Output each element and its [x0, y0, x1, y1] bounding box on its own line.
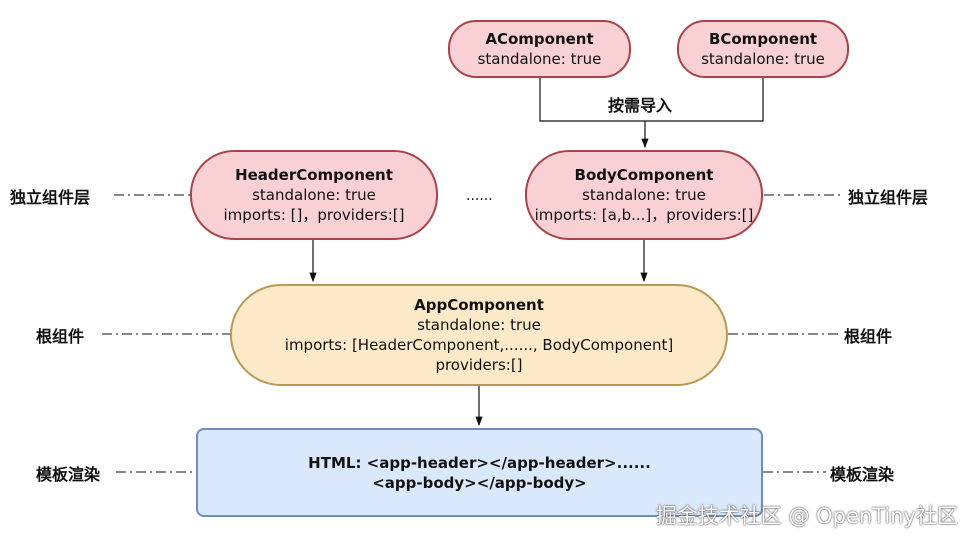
import-connector [539, 77, 764, 122]
a-component-standalone: standalone: true [477, 50, 602, 68]
app-component-title: AppComponent [414, 296, 544, 314]
body-component-standalone: standalone: true [582, 186, 706, 204]
app-component-imports: imports: [HeaderComponent,......, BodyCo… [284, 336, 674, 354]
ellipsis-text: ...... [466, 188, 493, 204]
template-render-label-left: 模板渲染 [36, 465, 101, 484]
app-component-standalone: standalone: true [417, 316, 541, 334]
body-component-title: BodyComponent [574, 166, 714, 184]
header-component-standalone: standalone: true [252, 186, 376, 204]
b-component-standalone: standalone: true [701, 50, 825, 68]
standalone-layer-label-left: 独立组件层 [10, 188, 91, 207]
layer-guides [102, 194, 842, 473]
standalone-layer-label-right: 独立组件层 [848, 188, 929, 207]
watermark-text: 掘金技术社区 @ OpenTiny社区 [655, 504, 958, 528]
body-component-imports: imports: [a,b...]，providers:[] [534, 206, 754, 224]
header-component-title: HeaderComponent [235, 166, 393, 184]
body-component-node: BodyComponent standalone: true imports: … [525, 150, 763, 240]
a-component-title: AComponent [485, 30, 594, 48]
header-component-node: HeaderComponent standalone: true imports… [190, 150, 438, 240]
template-body-line: <app-body></app-body> [372, 473, 587, 492]
app-component-providers: providers:[] [435, 356, 523, 374]
root-component-label-right: 根组件 [844, 327, 893, 346]
a-component-node: AComponent standalone: true [448, 20, 631, 78]
template-render-label-right: 模板渲染 [830, 465, 895, 484]
root-component-label-left: 根组件 [36, 327, 85, 346]
b-component-node: BComponent standalone: true [677, 20, 849, 78]
template-render-node: HTML: <app-header></app-header>...... <a… [196, 428, 763, 517]
b-component-title: BComponent [708, 30, 818, 48]
app-component-node: AppComponent standalone: true imports: [… [230, 284, 728, 386]
template-html-line: HTML: <app-header></app-header>...... [308, 453, 651, 472]
import-on-demand-label: 按需导入 [606, 92, 675, 116]
header-component-imports: imports: []，providers:[] [223, 206, 405, 224]
